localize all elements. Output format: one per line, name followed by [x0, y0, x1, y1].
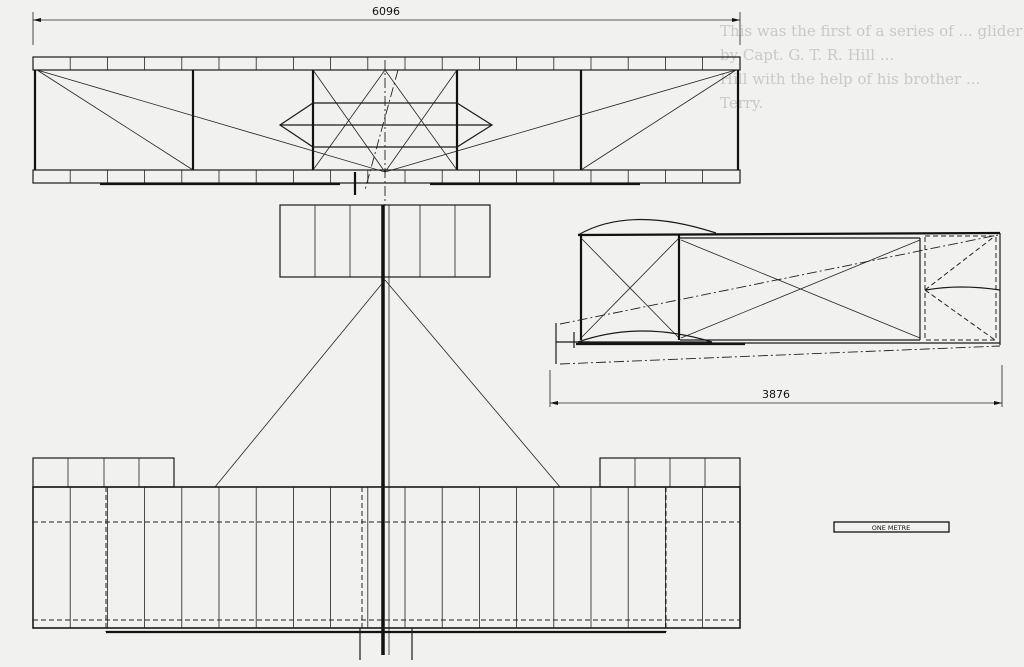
bleed-through-line: by Capt. G. T. R. Hill ...: [720, 46, 895, 64]
length-dimension: 3876: [549, 365, 1003, 407]
span-dimension: 6096: [32, 5, 741, 45]
bleed-through-line: This was the first of a series of ... gl…: [720, 22, 1024, 40]
plan-view: [32, 204, 741, 660]
bleed-through-line: Terry.: [720, 94, 764, 112]
scale-bar-label: ONE METRE: [872, 524, 910, 532]
length-dimension-label: 3876: [762, 388, 790, 401]
bleed-through-line: Hill with the help of his brother ...: [720, 70, 981, 88]
front-view: [32, 56, 741, 205]
scale-bar: ONE METRE: [833, 521, 950, 533]
span-dimension-label: 6096: [372, 5, 400, 18]
side-view: [555, 218, 1001, 365]
